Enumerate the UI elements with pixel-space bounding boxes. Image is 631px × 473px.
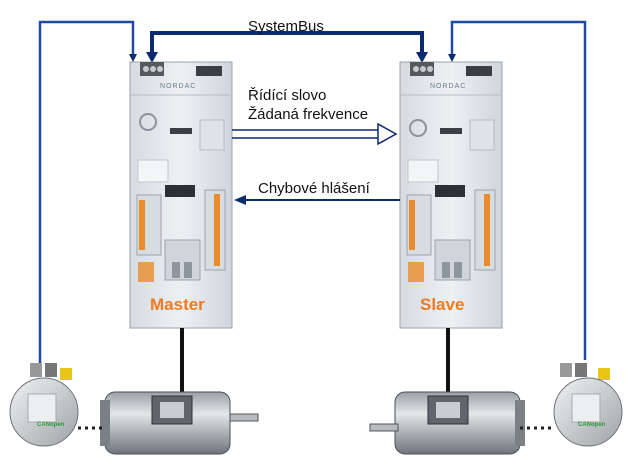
control-signal-arrow [232, 122, 398, 146]
slave-inverter [399, 61, 503, 329]
left-encoder [9, 363, 79, 447]
system-bus-arrow-right [416, 52, 428, 63]
left-encoder-logo-text: CANopen [37, 422, 65, 428]
encoder-wire-left [38, 20, 137, 370]
right-encoder-logo-text: CANopen [578, 422, 606, 428]
error-message-label: Chybové hlášení [258, 180, 370, 197]
slave-label: Slave [420, 295, 465, 314]
left-motor [100, 391, 259, 455]
setpoint-frequency-label: Žádaná frekvence [248, 106, 369, 123]
error-signal-arrow [234, 195, 400, 205]
master-brand-label: NORDAC [160, 83, 197, 90]
system-bus-line [150, 31, 424, 58]
control-word-label: Řídící slovo [248, 87, 327, 104]
master-label: Master [150, 295, 205, 314]
encoder-wire-right [448, 20, 587, 360]
system-bus-label: SystemBus [248, 18, 324, 35]
master-inverter [129, 61, 233, 329]
system-bus-arrow-left [146, 52, 158, 63]
right-motor [369, 391, 525, 455]
control-signal-labels: Řídící slovo Žádaná frekvence [248, 86, 368, 124]
right-encoder [553, 363, 623, 447]
slave-brand-label: NORDAC [430, 83, 467, 90]
